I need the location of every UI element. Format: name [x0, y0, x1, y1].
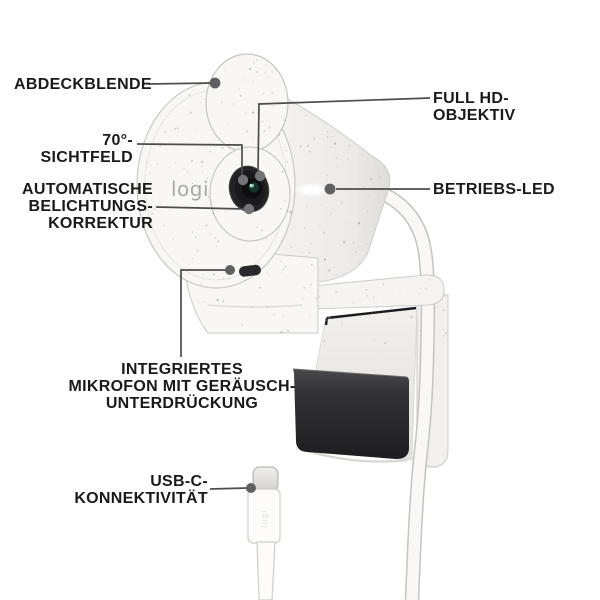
usb-logo: logi [260, 510, 270, 528]
callout-line-mikrofon [180, 269, 226, 357]
label-sichtfeld: 70°- SICHTFELD [40, 132, 133, 166]
callout-dot-belichtung [243, 203, 255, 215]
status-led [294, 182, 328, 198]
label-usbc: USB-C- KONNEKTIVITÄT [74, 473, 208, 507]
callout-dot-betriebsled [324, 183, 336, 195]
callout-dot-abdeckblende [209, 77, 221, 89]
usb-c-connector: logi [247, 466, 281, 600]
usb-c-tip [252, 466, 279, 492]
label-betriebsled: BETRIEBS-LED [433, 181, 555, 198]
logi-logo: logi [171, 177, 209, 201]
chin-shelf-seam [207, 304, 303, 308]
usb-cable [369, 183, 436, 600]
callout-dot-sichtfeld [237, 174, 249, 186]
mount-clamp-top-edge [292, 368, 408, 378]
label-abdeckblende: ABDECKBLENDE [14, 76, 152, 93]
label-belichtung: AUTOMATISCHE BELICHTUNGS- KORREKTUR [21, 181, 153, 232]
callout-line-usbc [209, 487, 248, 490]
callout-dot-fullhd [254, 170, 266, 182]
callout-lines [136, 82, 431, 490]
mount-clamp-flap [293, 369, 409, 459]
callout-line-sichtfeld [136, 143, 243, 176]
callout-dots [209, 77, 336, 493]
microphone-slot [239, 264, 261, 277]
usb-c-cable [256, 541, 276, 600]
callout-line-fullhd [257, 97, 431, 173]
label-mikrofon: INTEGRIERTES MIKROFON MIT GERÄUSCH- UNTE… [68, 361, 296, 412]
mount-hinge-slit [324, 306, 417, 326]
callout-line-abdeckblende [147, 82, 214, 85]
callout-line-belichtung [155, 206, 246, 210]
label-fullhd: FULL HD- OBJEKTIV [433, 90, 516, 124]
callout-dot-usbc [246, 483, 256, 493]
callout-dot-mikrofon [225, 265, 235, 275]
